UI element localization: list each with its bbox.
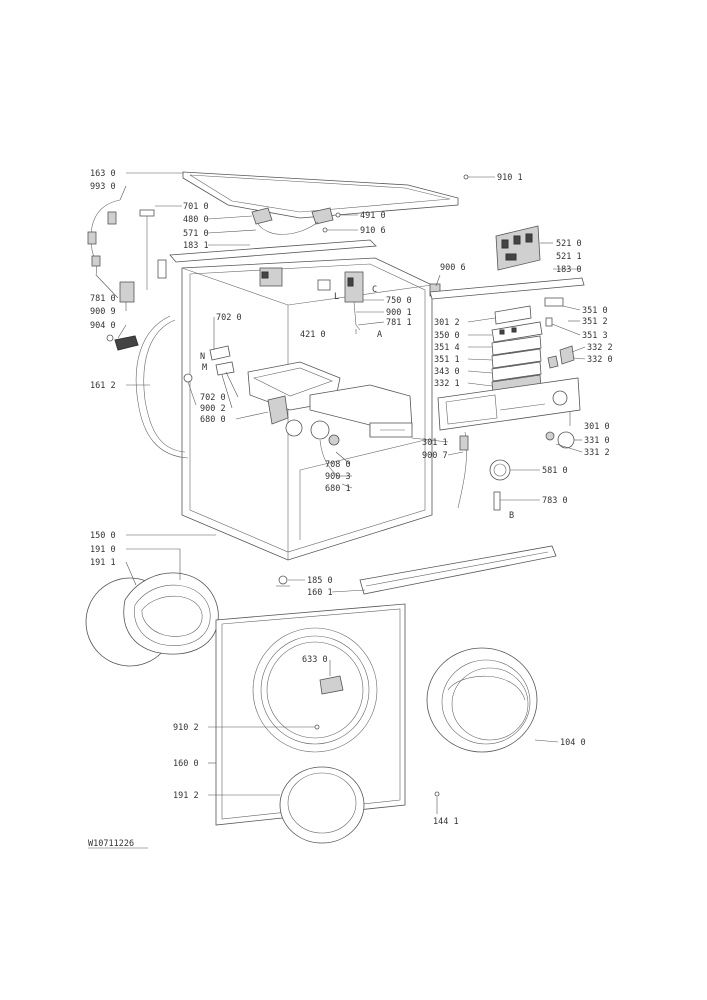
label-350-0: 350 0: [434, 331, 460, 341]
electronics-stack: [491, 297, 575, 395]
label-521-0: 521 0: [556, 239, 582, 249]
label-910-2: 910 2: [173, 723, 199, 733]
label-301-0: 301 0: [584, 422, 610, 432]
door-glass: [279, 766, 365, 844]
label-351-1: 351 1: [434, 355, 460, 365]
connector-letter-l: L: [334, 292, 339, 302]
label-783-0: 783 0: [542, 496, 568, 506]
screw-top-right: [463, 174, 469, 180]
label-191-2: 191 2: [173, 791, 199, 801]
plinth: [359, 545, 557, 595]
front-panel: [215, 603, 406, 826]
label-332-1: 332 1: [434, 379, 460, 389]
label-680-0: 680 0: [200, 415, 226, 425]
leader-lines: [95, 172, 586, 814]
pressure-switch: [259, 267, 283, 287]
label-701-0: 701 0: [183, 202, 209, 212]
label-900-9: 900 9: [90, 307, 116, 317]
door-lock: [183, 345, 235, 406]
label-900-6: 900 6: [440, 263, 466, 273]
small-rod: [493, 491, 501, 511]
control-panel: [437, 377, 581, 431]
label-163-0: 163 0: [90, 169, 116, 179]
label-161-2: 161 2: [90, 381, 116, 391]
label-160-0: 160 0: [173, 759, 199, 769]
label-910-1: 910 1: [497, 173, 523, 183]
label-900-3: 900 3: [325, 472, 351, 482]
label-900-1: 900 1: [386, 308, 412, 318]
selector-knob: [489, 459, 511, 481]
soap-drawer: [309, 384, 413, 438]
connector-letter-m: M: [202, 363, 207, 373]
cabinet: [181, 257, 433, 561]
connector-letter-a: A: [377, 330, 382, 340]
foot: [276, 575, 290, 587]
label-904-0: 904 0: [90, 321, 116, 331]
control-rail: [429, 277, 585, 300]
top-lid: [182, 171, 459, 219]
label-301-2: 301 2: [434, 318, 460, 328]
label-900-7: 900 7: [422, 451, 448, 461]
label-343-0: 343 0: [434, 367, 460, 377]
drain-hose: [135, 315, 189, 459]
label-185-0: 185 0: [307, 576, 333, 586]
label-480-0: 480 0: [183, 215, 209, 225]
label-104-0: 104 0: [560, 738, 586, 748]
connector-letter-b: B: [509, 511, 514, 521]
label-351-3: 351 3: [582, 331, 608, 341]
label-301-1: 301 1: [422, 438, 448, 448]
label-680-1: 680 1: [325, 484, 351, 494]
top-rail: [169, 239, 377, 263]
label-521-1: 521 1: [556, 252, 582, 262]
connector-letter-c: C: [372, 285, 377, 295]
connector-letters: A B C L M N: [200, 285, 514, 521]
label-332-2: 332 2: [587, 343, 613, 353]
label-581-0: 581 0: [542, 466, 568, 476]
label-910-6: 910 6: [360, 226, 386, 236]
label-750-0: 750 0: [386, 296, 412, 306]
side-wire: [457, 431, 469, 509]
label-191-0: 191 0: [90, 545, 116, 555]
bellows-hose: [310, 420, 341, 479]
power-board: [495, 225, 541, 271]
label-781-1: 781 1: [386, 318, 412, 328]
connector-letter-n: N: [200, 352, 205, 362]
label-702-0-bottom: 702 0: [200, 393, 226, 403]
label-781-0: 781 0: [90, 294, 116, 304]
label-331-0: 331 0: [584, 436, 610, 446]
label-702-0-top: 702 0: [216, 313, 242, 323]
label-421-0: 421 0: [300, 330, 326, 340]
label-993-0: 993 0: [90, 182, 116, 192]
label-183-0: 183 0: [556, 265, 582, 275]
part-labels: 163 0 993 0 701 0 480 0 571 0 183 1 781 …: [90, 169, 613, 827]
label-351-4: 351 4: [434, 343, 460, 353]
label-571-0: 571 0: [183, 229, 209, 239]
label-708-0: 708 0: [325, 460, 351, 470]
label-900-2: 900 2: [200, 404, 226, 414]
label-191-1: 191 1: [90, 558, 116, 568]
top-brackets: [251, 207, 341, 235]
label-351-2: 351 2: [582, 317, 608, 327]
knobs: [545, 431, 575, 449]
small-screw: [434, 791, 440, 797]
inlet-valve: [317, 271, 364, 331]
label-183-1: 183 1: [183, 241, 209, 251]
door-ring: [426, 647, 538, 753]
label-160-1: 160 1: [307, 588, 333, 598]
label-144-1: 144 1: [433, 817, 459, 827]
inlet-hose: [87, 199, 121, 276]
label-150-0: 150 0: [90, 531, 116, 541]
label-633-0: 633 0: [302, 655, 328, 665]
door-inner: [85, 572, 219, 667]
left-small-parts: [106, 209, 167, 351]
label-491-0: 491 0: [360, 211, 386, 221]
label-331-2: 331 2: [584, 448, 610, 458]
drawing-code: W10711226: [88, 839, 134, 849]
label-351-0: 351 0: [582, 306, 608, 316]
label-332-0: 332 0: [587, 355, 613, 365]
